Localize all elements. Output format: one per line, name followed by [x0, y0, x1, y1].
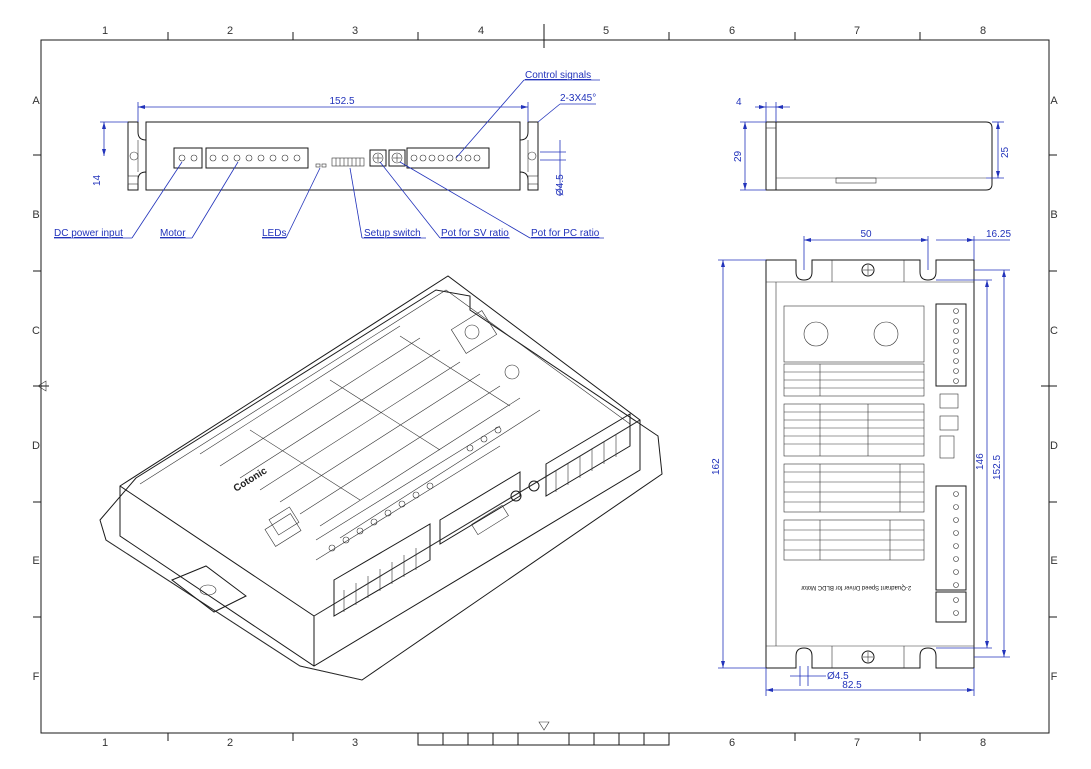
grid-ticks [33, 24, 1057, 741]
grid-col-8: 8 [980, 25, 986, 37]
iso-dip-switch [471, 504, 509, 536]
side-view [765, 121, 993, 191]
grid-labels-bottom: 1 2 3 6 7 8 [102, 737, 986, 749]
callout-setup-switch: Setup switch [364, 228, 421, 239]
grid-col-3: 3 [352, 25, 358, 37]
callout-dc-power-input: DC power input [54, 228, 123, 239]
grid-col-2-bottom: 2 [227, 737, 233, 749]
top-view-dimensions: 152.5 14 2-3X45° Ø4.5 [92, 93, 596, 196]
dim-front-offset: 16.25 [986, 229, 1011, 240]
dim-front-hole-dia: Ø4.5 [827, 671, 849, 682]
grid-row-a-right: A [1050, 95, 1058, 107]
front-screw-top [861, 263, 875, 277]
dc-power-connector [173, 147, 203, 169]
iso-mount-tab [171, 565, 247, 613]
iso-base-plate [99, 289, 663, 681]
pot-sv-top [369, 149, 387, 167]
grid-row-e: E [32, 555, 39, 567]
grid-col-6-bottom: 6 [729, 737, 735, 749]
grid-col-7: 7 [854, 25, 860, 37]
power-terminal-block [935, 591, 967, 623]
motor-connector [205, 147, 309, 169]
iso-led-block [264, 513, 302, 547]
callout-control-signals: Control signals [525, 70, 591, 81]
dim-front-bottom-width: 82.5 [842, 680, 862, 691]
sv-ratio-dial [873, 321, 899, 347]
grid-row-a: A [32, 95, 40, 107]
motor-terminal-block [935, 485, 967, 591]
grid-row-c: C [32, 325, 40, 337]
callout-leds: LEDs [262, 228, 286, 239]
callout-pot-sv: Pot for SV ratio [441, 228, 509, 239]
front-view-dimensions: 50 16.25 162 146 152.5 Ø4.5 82.5 [711, 229, 1011, 696]
front-view: 2-Quadrant Speed Driver for BLDC Motor [765, 259, 975, 669]
grid-labels-top: 1 2 3 4 5 6 7 8 [102, 25, 986, 37]
top-view-outline [127, 121, 539, 191]
grid-row-f-right: F [1051, 671, 1058, 683]
iso-dial-panel [450, 310, 498, 354]
scale-ruler [417, 732, 670, 746]
grid-labels-left: A B C D E F [32, 95, 40, 683]
grid-row-d-right: D [1050, 440, 1058, 452]
grid-row-c-right: C [1050, 325, 1058, 337]
iso-brand-logo: Cotonic [232, 465, 270, 494]
pc-ratio-dial [803, 321, 829, 347]
grid-col-1-bottom: 1 [102, 737, 108, 749]
dim-front-inner-height: 146 [975, 453, 986, 470]
grid-col-8-bottom: 8 [980, 737, 986, 749]
center-mark-left [37, 380, 47, 392]
grid-col-7-bottom: 7 [854, 737, 860, 749]
grid-row-b-right: B [1050, 209, 1057, 221]
dim-left-height: 14 [92, 174, 103, 186]
control-terminal-block [935, 303, 967, 387]
callout-pot-pc: Pot for PC ratio [531, 228, 600, 239]
top-view [127, 121, 539, 191]
iso-logo-block [268, 506, 300, 536]
dim-side-height-right: 25 [1000, 146, 1011, 158]
dim-side-height-left: 29 [733, 150, 744, 162]
grid-col-2: 2 [227, 25, 233, 37]
grid-col-4: 4 [478, 25, 484, 37]
grid-col-5: 5 [603, 25, 609, 37]
grid-row-d: D [32, 440, 40, 452]
iso-side-connectors [333, 413, 631, 617]
drawing-frame [40, 39, 1050, 734]
grid-row-b: B [32, 209, 39, 221]
dim-front-body-height: 152.5 [992, 455, 1003, 480]
control-connector [406, 147, 490, 169]
led-row [315, 163, 327, 168]
grid-col-6: 6 [729, 25, 735, 37]
grid-row-e-right: E [1050, 555, 1057, 567]
iso-body-top [119, 275, 641, 667]
pot-pc-top [388, 149, 406, 167]
front-screw-bottom [861, 650, 875, 664]
dim-hole-dia: Ø4.5 [555, 174, 566, 196]
iso-front-terminals [315, 425, 502, 561]
callout-motor: Motor [160, 228, 186, 239]
dim-front-width: 50 [860, 229, 872, 240]
dim-front-total-height: 162 [711, 458, 722, 475]
grid-col-3-bottom: 3 [352, 737, 358, 749]
setup-switch-front [939, 435, 955, 459]
dim-chamfer: 2-3X45° [560, 93, 596, 104]
grid-row-f: F [33, 671, 40, 683]
center-mark-bottom [538, 721, 550, 731]
front-label-title: 2-Quadrant Speed Driver for BLDC Motor [801, 584, 911, 590]
iso-label-table [199, 325, 541, 539]
isometric-view: Cotonic [99, 275, 663, 681]
dim-side-gap: 4 [736, 97, 742, 108]
grid-labels-right: A B C D E F [1050, 95, 1058, 683]
side-view-dimensions: 4 29 25 [733, 97, 1011, 191]
grid-col-1: 1 [102, 25, 108, 37]
callout-lines [54, 79, 604, 239]
dim-top-length: 152.5 [329, 96, 354, 107]
